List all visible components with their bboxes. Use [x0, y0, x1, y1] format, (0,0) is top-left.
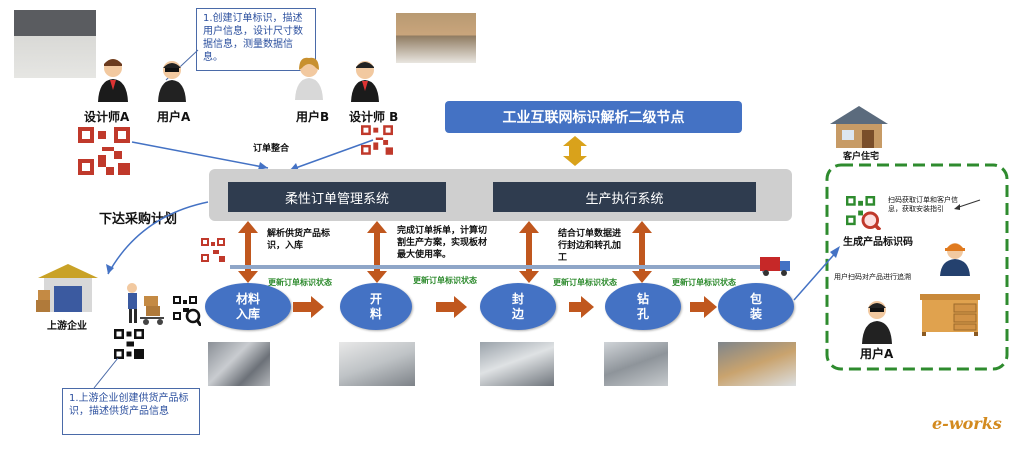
qr-scan-icon	[173, 296, 201, 326]
callout-upstream-pointer	[93, 357, 119, 389]
qr-scan-product-icon	[846, 196, 881, 230]
designer-a-label: 设计师A	[84, 110, 130, 124]
installer-avatar	[940, 243, 970, 276]
photo-material-inbound	[208, 342, 270, 386]
note-edge-drill: 结合订单数据进行封边和转孔加工	[558, 229, 622, 263]
qr-code-designer-a	[78, 127, 130, 175]
note-parse: 解析供货产品标识，入库	[267, 229, 331, 251]
user-b-avatar	[295, 57, 323, 100]
process-cutting: 开 料	[340, 283, 412, 330]
node-sync-arrow	[563, 136, 587, 166]
cabinet-icon	[920, 294, 980, 336]
status-label-1: 更新订单标识状态	[268, 278, 332, 287]
scan-info-arrow	[954, 199, 981, 210]
designer-a-avatar	[98, 59, 128, 102]
end-user-avatar	[862, 301, 892, 344]
generate-code-label: 生成产品标识码	[843, 237, 913, 248]
photo-packaging	[718, 342, 796, 386]
end-user-label: 用户A	[860, 347, 894, 361]
packaging-to-customer-arrow	[793, 246, 840, 301]
status-label-2: 更新订单标识状态	[413, 276, 477, 285]
photo-edge-banding	[480, 342, 554, 386]
scan-info-note: 扫码获取订单和客户信息，获取安装指引	[888, 196, 958, 213]
designer-b-avatar	[351, 61, 379, 102]
eworks-logo: e-works	[932, 414, 1002, 433]
trace-note: 用户扫码对产品进行追溯	[834, 273, 911, 281]
oms-box: 柔性订单管理系统	[228, 182, 446, 212]
vertical-arrows	[238, 221, 652, 283]
secondary-node-box: 工业互联网标识解析二级节点	[445, 101, 742, 133]
order-merge-arrows	[131, 139, 374, 171]
note-cut-plan: 完成订单拆单，计算切割生产方案，实现板材最大使用率。	[397, 226, 488, 260]
purchase-plan-label: 下达采购计划	[99, 212, 178, 227]
mes-box: 生产执行系统	[493, 182, 756, 212]
warehouse-icon	[36, 264, 98, 312]
process-drilling: 钻 孔	[605, 283, 681, 330]
purchase-plan-arrow	[106, 201, 209, 275]
upstream-label: 上游企业	[47, 321, 87, 332]
process-packaging: 包 装	[718, 283, 794, 330]
qr-code-upstream	[114, 329, 144, 359]
kitchen-photo-right	[396, 13, 476, 63]
process-material-inbound: 材料 入库	[205, 283, 291, 330]
user-b-label: 用户B	[296, 110, 330, 124]
status-label-3: 更新订单标识状态	[553, 278, 617, 287]
designer-b-label: 设计师 B	[349, 110, 399, 124]
photo-cutting	[339, 342, 415, 386]
process-flow-arrows	[293, 296, 717, 318]
customer-home-label: 客户住宅	[843, 152, 880, 162]
order-merge-label: 订单整合	[253, 144, 290, 154]
user-a-label: 用户A	[157, 110, 191, 124]
worker-cart-icon	[127, 283, 164, 325]
kitchen-photo-left	[14, 10, 96, 78]
qr-code-material	[201, 238, 225, 262]
user-a-avatar	[158, 61, 186, 102]
dashed-region	[825, 163, 1009, 371]
callout-upstream: 1.上游企业创建供货产品标识，描述供货产品信息	[62, 388, 200, 435]
conveyor-line	[230, 257, 790, 276]
customer-house-icon	[830, 106, 888, 148]
photo-drilling	[604, 342, 668, 386]
process-edge-banding: 封 边	[480, 283, 556, 330]
callout-create-order: 1.创建订单标识，描述用户信息，设计尺寸数据信息，测量数据信息。	[196, 8, 316, 71]
qr-code-designer-b	[361, 125, 393, 155]
status-label-4: 更新订单标识状态	[672, 278, 736, 287]
